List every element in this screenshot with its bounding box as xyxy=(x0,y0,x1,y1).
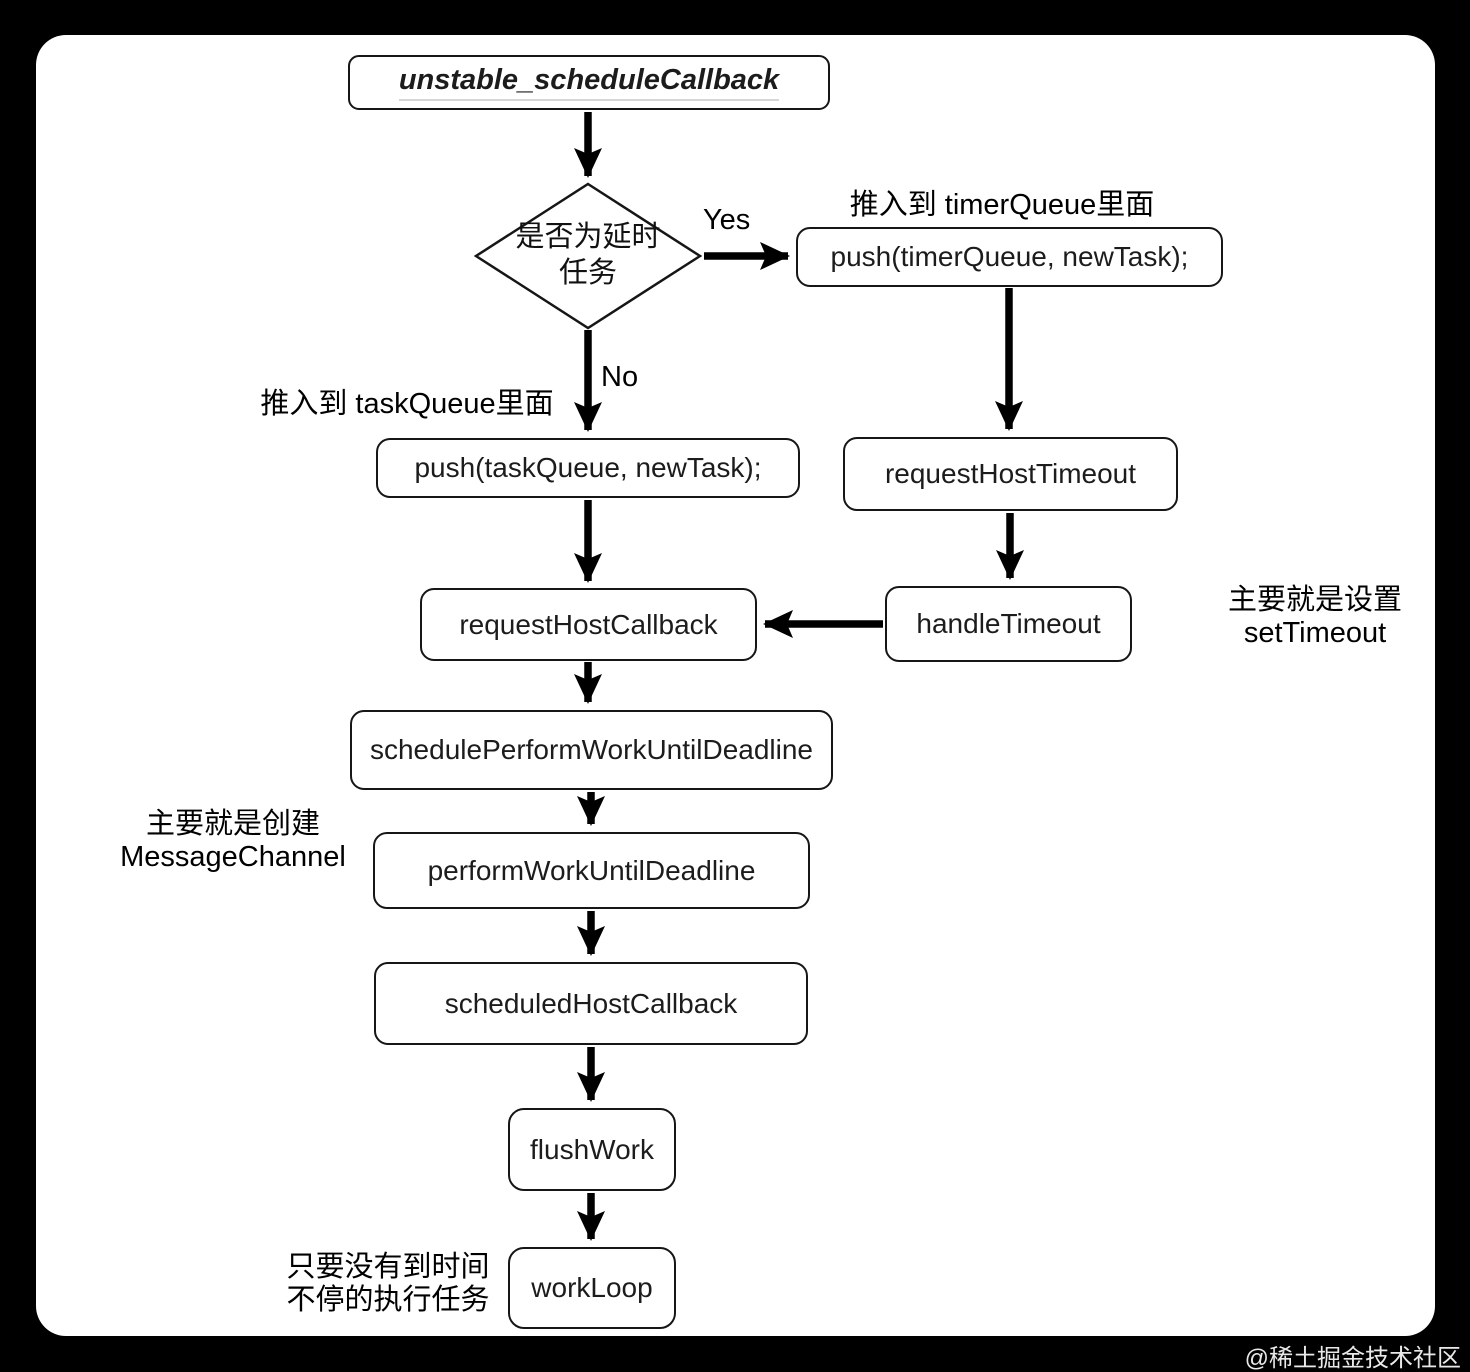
branch-label-yes: Yes xyxy=(703,204,751,236)
watermark-juejin: @稀土掘金技术社区 xyxy=(1244,1345,1461,1372)
note-work-loop: 只要没有到时间 不停的执行任务 xyxy=(258,1251,518,1317)
node-schedule-perform-work-until-deadline: schedulePerformWorkUntilDeadline xyxy=(350,710,833,790)
node-flush-work: flushWork xyxy=(508,1108,676,1191)
note-set-timeout: 主要就是设置 setTimeout xyxy=(1185,584,1445,650)
note-timer-queue: 推入到 timerQueue里面 xyxy=(849,189,1155,221)
branch-label-no: No xyxy=(601,361,639,393)
note-work-loop-line2: 不停的执行任务 xyxy=(286,1284,490,1316)
note-set-timeout-line1: 主要就是设置 xyxy=(1227,584,1402,616)
decision-label-line1: 是否为延时 xyxy=(515,221,661,253)
note-message-channel-line2: MessageChannel xyxy=(120,841,346,873)
decision-label: 是否为延时 任务 xyxy=(478,219,698,291)
note-task-queue: 推入到 taskQueue里面 xyxy=(260,388,554,420)
node-handle-timeout: handleTimeout xyxy=(885,586,1132,662)
node-push-task-queue: push(taskQueue, newTask); xyxy=(376,438,800,498)
note-set-timeout-line2: setTimeout xyxy=(1243,617,1387,649)
node-perform-work-until-deadline: performWorkUntilDeadline xyxy=(373,832,810,909)
note-message-channel-line1: 主要就是创建 xyxy=(145,808,320,840)
note-work-loop-line1: 只要没有到时间 xyxy=(286,1251,490,1283)
node-work-loop: workLoop xyxy=(508,1247,676,1329)
decision-label-line2: 任务 xyxy=(558,257,617,289)
node-scheduled-host-callback: scheduledHostCallback xyxy=(374,962,808,1045)
note-message-channel: 主要就是创建 MessageChannel xyxy=(103,808,363,874)
node-unstable-schedule-callback: unstable_scheduleCallback xyxy=(348,55,830,110)
node-request-host-timeout: requestHostTimeout xyxy=(843,437,1178,511)
node-push-timer-queue: push(timerQueue, newTask); xyxy=(796,227,1223,287)
node-unstable-schedule-callback-label: unstable_scheduleCallback xyxy=(398,64,780,101)
node-request-host-callback: requestHostCallback xyxy=(420,588,757,661)
